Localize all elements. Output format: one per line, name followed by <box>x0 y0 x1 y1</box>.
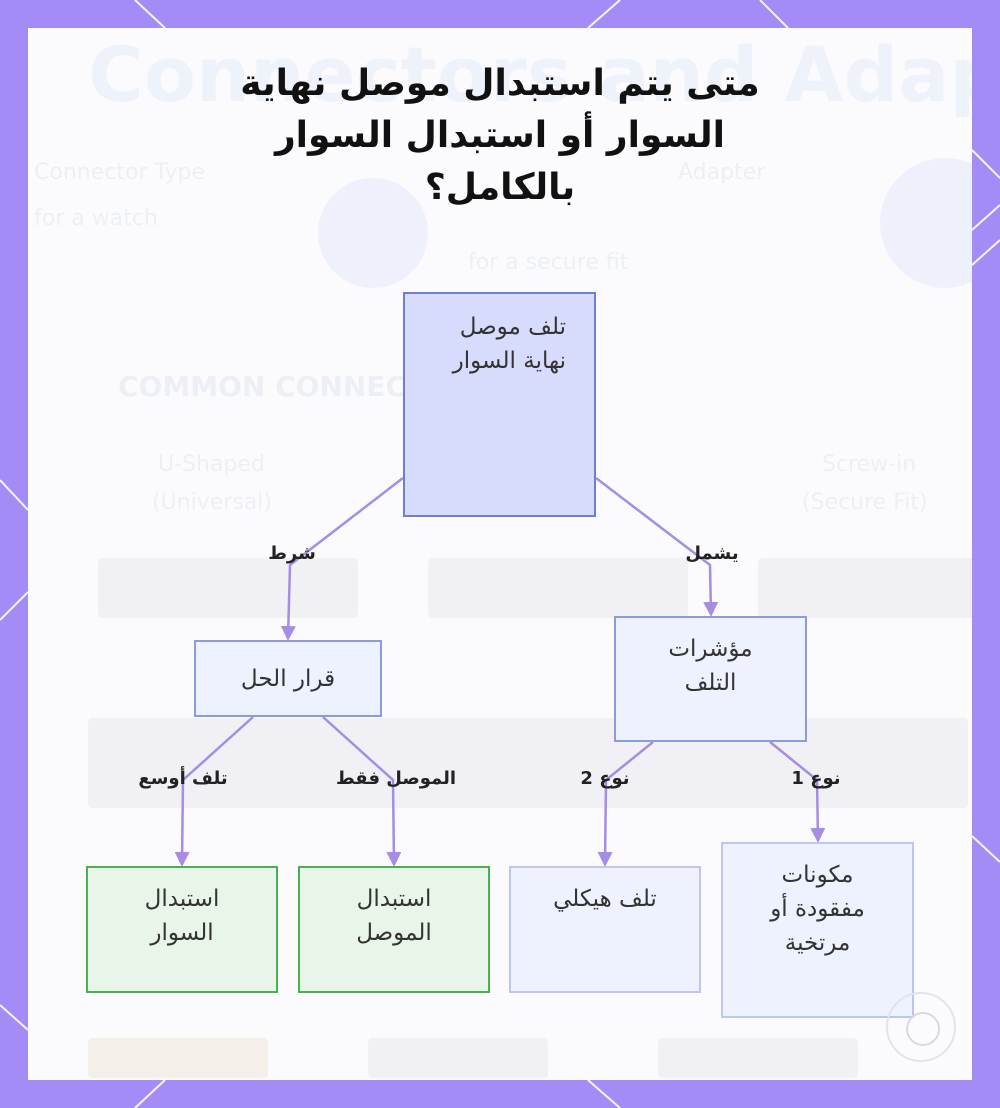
background-heading: Connectors and Adapters <box>88 30 972 119</box>
node-bracelet-connector-damage: تلف موصل نهاية السوار <box>403 292 596 517</box>
node-structural-damage: تلف هيكلي <box>509 866 701 993</box>
edge-type1 <box>769 741 826 843</box>
watermark-logo <box>886 992 956 1062</box>
node-damage-indicators: مؤشرات التلف <box>614 616 807 742</box>
edge-label-type2: نوع 2 <box>580 768 630 789</box>
background-shape <box>658 1038 858 1078</box>
node-text: مؤشرات <box>668 636 753 662</box>
node-text: مرتخية <box>784 930 851 956</box>
background-circle <box>318 178 428 288</box>
diagram-title: متى يتم استبدال موصل نهاية السوار أو است… <box>180 58 820 214</box>
background-label: U-Shaped <box>158 452 265 477</box>
background-shape <box>758 558 972 618</box>
node-text: نهاية السوار <box>452 348 566 374</box>
node-text: تلف موصل <box>459 314 566 340</box>
node-text: الموصل <box>356 920 432 946</box>
edge-label-connector-only: الموصل فقط <box>335 768 457 789</box>
title-line: السوار أو استبدال السوار <box>274 115 726 156</box>
edge-label-wider-damage: تلف أوسع <box>138 768 228 789</box>
node-text: التلف <box>684 670 737 696</box>
background-label: (Universal) <box>152 490 272 515</box>
background-label: Connector Type <box>34 160 205 185</box>
edge-label-includes: يشمل <box>685 543 739 564</box>
node-text: مفقودة أو <box>770 896 865 922</box>
node-text: قرار الحل <box>240 666 336 692</box>
edge-label-type1: نوع 1 <box>791 768 841 789</box>
background-shape <box>428 558 688 618</box>
node-text: تلف هيكلي <box>553 886 657 912</box>
background-shape <box>88 1038 268 1078</box>
node-text: مكونات <box>781 862 854 888</box>
background-label: for a watch <box>34 206 158 231</box>
node-missing-loose-components: مكونات مفقودة أو مرتخية <box>721 842 914 1018</box>
edge-connector-only <box>322 716 402 867</box>
node-text: استبدال <box>144 886 220 912</box>
edge-wider-damage <box>174 716 254 867</box>
background-shape <box>98 558 358 618</box>
node-text: السوار <box>150 920 214 946</box>
edge-condition <box>280 477 404 641</box>
node-replace-bracelet: استبدال السوار <box>86 866 278 993</box>
background-shape <box>368 1038 548 1078</box>
title-line: بالكامل؟ <box>424 167 576 208</box>
edge-label-condition: شرط <box>268 543 316 564</box>
edge-type2 <box>597 741 654 867</box>
node-replace-connector: استبدال الموصل <box>298 866 490 993</box>
edge-includes <box>595 477 719 617</box>
background-label: Screw-in <box>822 452 917 477</box>
node-solution-decision: قرار الحل <box>194 640 382 717</box>
background-label: (Secure Fit) <box>802 490 928 515</box>
node-text: استبدال <box>356 886 432 912</box>
background-label: Adapter <box>678 160 766 185</box>
title-line: متى يتم استبدال موصل نهاية <box>240 63 760 104</box>
background-label: for a secure fit <box>468 250 629 275</box>
